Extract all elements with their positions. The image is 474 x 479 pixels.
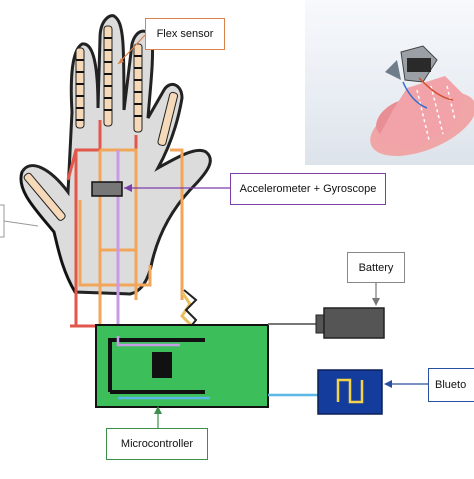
flex-sensor-thumb (23, 172, 66, 221)
bluetooth-module (268, 369, 383, 415)
glove-hand (19, 14, 212, 296)
microcontroller-label: Microcontroller (106, 428, 208, 460)
bluetooth-label: Blueto (428, 368, 474, 402)
glove-prototype-photo (305, 0, 474, 165)
clipped-left-arrow (3, 220, 39, 227)
flex-sensor-stripes (76, 37, 142, 121)
flex-sensor-label: Flex sensor (145, 18, 225, 50)
accelerometer-chip (91, 181, 123, 197)
label-connectors (117, 34, 428, 428)
square-wave-antenna-icon (336, 378, 364, 404)
flex-sensor-middle (133, 43, 143, 133)
mcu-chip (152, 352, 172, 378)
battery-label: Battery (347, 252, 405, 283)
microcontroller-board (95, 324, 269, 408)
flex-sensor-index (157, 91, 179, 146)
clipped-left-label (0, 204, 5, 238)
accelerometer-gyroscope-label: Accelerometer + Gyroscope (230, 173, 386, 205)
battery (268, 307, 385, 339)
